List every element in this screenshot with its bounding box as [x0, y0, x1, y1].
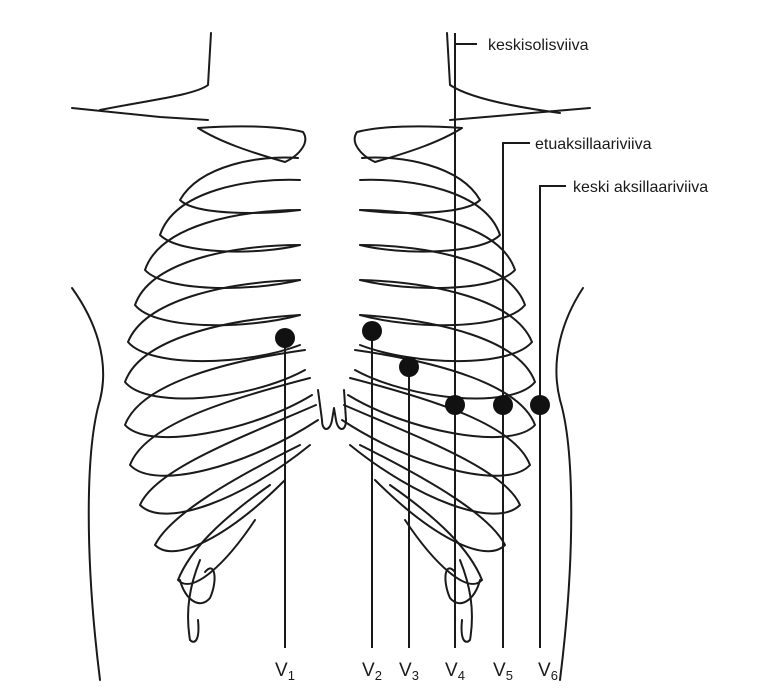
rib — [341, 377, 531, 477]
anterior-axillary-line-label: etuaksillaariviiva — [535, 136, 652, 153]
anterior-axillary-line — [502, 142, 530, 648]
lead-label-v2: V2 — [362, 660, 382, 683]
rib — [359, 178, 501, 253]
lead-label-v3: V3 — [399, 660, 419, 683]
electrode-v3 — [399, 357, 419, 377]
rib — [343, 404, 521, 515]
rib — [347, 349, 536, 438]
midclavicular-line-label: keskisolisviiva — [488, 37, 589, 54]
lead-label-v4: V4 — [445, 660, 465, 683]
rib — [187, 559, 201, 643]
rib — [134, 244, 301, 327]
rib — [359, 444, 506, 553]
mid-axillary-line — [539, 185, 566, 648]
electrode-v5 — [493, 395, 513, 415]
electrode-v1 — [275, 328, 295, 348]
clavicle-right — [353, 125, 463, 163]
electrode-v6 — [530, 395, 550, 415]
rib — [389, 484, 483, 585]
rib — [359, 279, 533, 363]
shoulder-right — [449, 107, 591, 121]
electrode-v2 — [362, 321, 382, 341]
lead-label-v6: V6 — [538, 660, 558, 683]
flank-right — [555, 287, 584, 681]
rib — [179, 156, 301, 214]
rib — [139, 404, 317, 515]
rib — [124, 314, 306, 400]
rib — [127, 279, 301, 363]
lead-label-v5: V5 — [493, 660, 513, 683]
rib — [359, 209, 516, 289]
neck-right — [446, 32, 561, 114]
rib — [179, 567, 216, 605]
rib — [354, 314, 536, 400]
rib — [459, 559, 473, 643]
shoulder-left — [71, 107, 209, 121]
rib — [444, 567, 481, 605]
mid-axillary-line-label: keski aksillaariviiva — [573, 179, 708, 196]
rib — [129, 377, 319, 477]
clavicle-left — [197, 125, 307, 163]
electrodes — [275, 321, 550, 415]
flank-left — [71, 287, 105, 681]
rib — [144, 209, 301, 289]
xiphoid-process — [317, 389, 347, 430]
rib-cage-right — [341, 156, 536, 643]
electrode-v4 — [445, 395, 465, 415]
rib-cage-left — [124, 156, 319, 643]
torso-outline — [71, 32, 591, 681]
clavicles — [197, 125, 463, 163]
rib — [359, 156, 481, 214]
lead-label-v1: V1 — [275, 660, 295, 683]
rib — [177, 484, 271, 585]
rib — [154, 444, 301, 553]
rib — [359, 244, 526, 327]
rib — [159, 178, 301, 253]
rib — [124, 349, 313, 438]
neck-left — [99, 32, 212, 111]
